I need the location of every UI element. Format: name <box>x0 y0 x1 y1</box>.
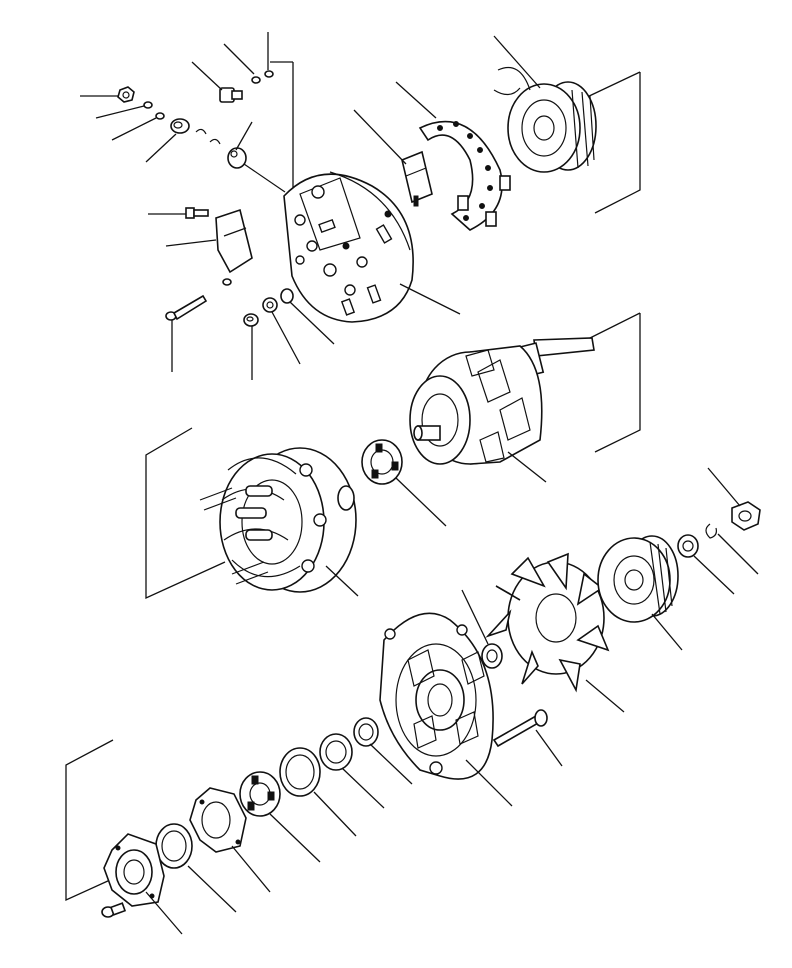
seal-ring-part <box>353 717 379 747</box>
leader-lines <box>80 32 759 935</box>
bearing-plate-part <box>189 787 247 853</box>
cover-screw-part <box>101 902 127 918</box>
bearing-stack <box>101 717 379 918</box>
washer-part <box>280 288 294 304</box>
top-left-hardware <box>117 70 294 327</box>
front-housing-part <box>379 612 494 780</box>
cover-plate-part <box>103 833 165 907</box>
inner-seal-part <box>155 823 193 869</box>
nut-small-part <box>117 86 135 103</box>
washer-part <box>677 534 699 558</box>
clip-part <box>209 138 221 145</box>
pulley-hardware <box>677 501 761 558</box>
collar-part <box>481 643 503 669</box>
through-bolt-small-part <box>165 294 208 321</box>
washer-part <box>155 112 165 120</box>
through-bolt-part <box>492 709 548 748</box>
washer-part <box>251 76 261 84</box>
oil-seal-part <box>279 747 321 797</box>
insulator-cap-part <box>227 147 247 169</box>
rear-cover-part <box>283 171 414 323</box>
rear-housing-part <box>493 66 597 173</box>
condenser-part <box>215 208 253 274</box>
front-bearing-part <box>361 439 403 485</box>
fan-part <box>485 552 610 693</box>
nut-part <box>262 297 278 313</box>
spacer-part <box>170 118 190 134</box>
clip-part <box>195 128 207 135</box>
retainer-ring-part <box>319 733 353 771</box>
rotor-part <box>409 337 595 465</box>
rectifier-part <box>418 120 511 231</box>
terminal-screw-part <box>185 207 209 219</box>
pulley-part <box>597 535 679 623</box>
pulley-nut-part <box>731 501 761 531</box>
screw-part <box>219 87 243 103</box>
washer-part <box>264 70 274 78</box>
washer-part <box>143 101 153 109</box>
brush-holder-part <box>401 150 433 207</box>
group-brackets <box>65 61 641 902</box>
stator-part <box>199 447 357 593</box>
nut-part <box>243 313 259 327</box>
front-ball-bearing-part <box>239 771 281 817</box>
lockwasher-part <box>705 523 717 539</box>
